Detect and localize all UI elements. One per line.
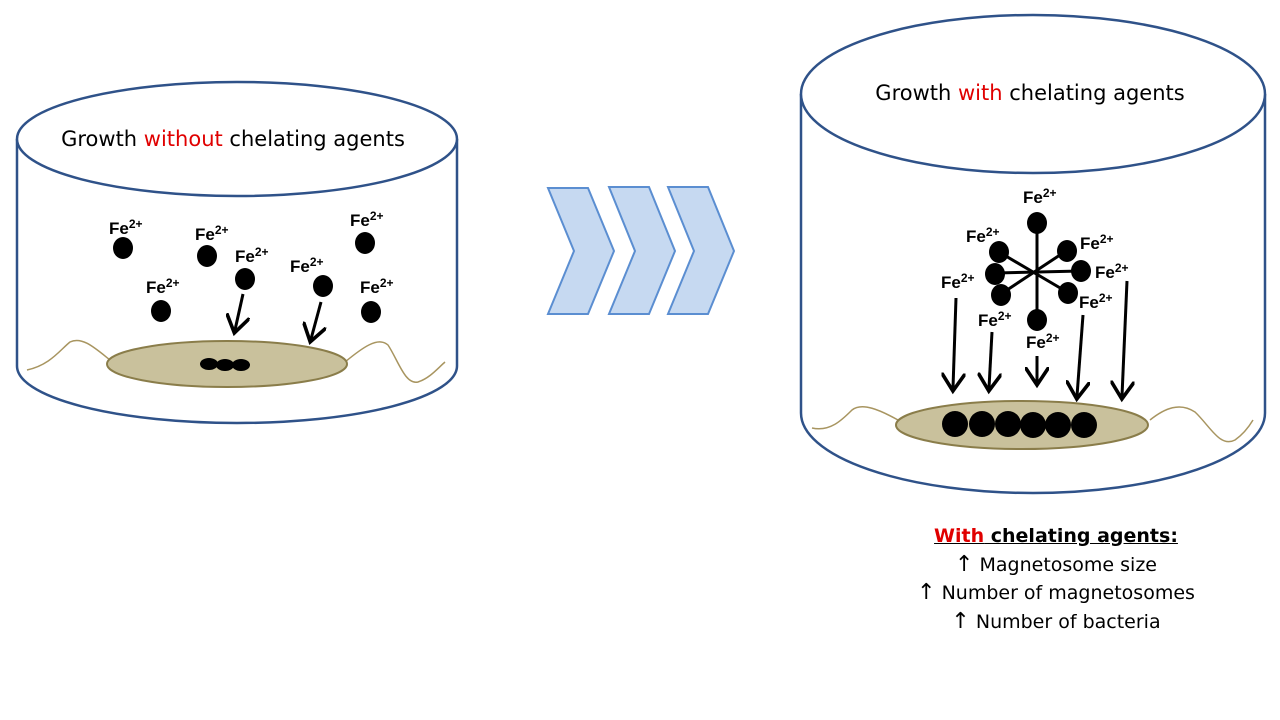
fe-ion: Fe2+: [235, 245, 269, 290]
fe-ion: Fe2+: [966, 225, 1009, 263]
fe-ion-label: Fe2+: [966, 225, 1000, 246]
chevron-arrow-icon: [666, 186, 736, 315]
fe-ion-label: Fe2+: [195, 223, 229, 244]
fe-ion-label: Fe2+: [1080, 232, 1114, 253]
chelate-bond: [995, 269, 1082, 275]
fe-ion-label: Fe2+: [1026, 331, 1060, 352]
fe-ion-dot: [991, 284, 1011, 306]
fe-ion-label: Fe2+: [109, 217, 143, 238]
magnetosome: [1045, 412, 1071, 438]
fe-ion-label: Fe2+: [1079, 291, 1113, 312]
summary-item: ↑ Number of magnetosomes: [880, 579, 1232, 608]
fe-ion-label: Fe2+: [290, 255, 324, 276]
transition-chevrons: [546, 186, 736, 315]
fe-ion-label: Fe2+: [350, 209, 384, 230]
fe-ion-dot: [235, 268, 255, 290]
fe-ion: Fe2+: [146, 276, 180, 322]
chelated-iron-complex: Fe2+ Fe2+ Fe2+ Fe2+ Fe2+ Fe2+: [941, 186, 1129, 352]
fe-ion: Fe2+: [109, 217, 143, 259]
magnetosome: [1020, 412, 1046, 438]
chevron-arrow-icon: [607, 186, 677, 315]
fe-ion-dot: [1057, 240, 1077, 262]
increase-arrow-icon: ↑: [955, 551, 974, 577]
left-container-title: Growth without chelating agents: [61, 127, 405, 151]
uptake-arrow: [989, 331, 992, 388]
fe-ion-dot: [1071, 260, 1091, 282]
summary-item: ↑ Magnetosome size: [880, 551, 1232, 580]
left-bacterium-flagellum: [26, 339, 446, 383]
uptake-arrow: [953, 297, 956, 388]
fe-ion-dot: [1027, 212, 1047, 234]
fe-ion-dot: [985, 263, 1005, 285]
increase-arrow-icon: ↑: [917, 580, 936, 605]
fe-ion-dot: [113, 237, 133, 259]
fe-ion: Fe2+: [360, 276, 394, 323]
magnetosome: [995, 411, 1021, 437]
fe-ion: Fe2+: [1057, 232, 1114, 262]
fe-ion: Fe2+: [195, 223, 229, 267]
chevron-arrow-icon: [546, 187, 616, 315]
fe-ion-dot: [151, 300, 171, 322]
uptake-arrow: [235, 293, 243, 330]
fe-ion-dot: [989, 241, 1009, 263]
left-iron-ions: Fe2+ Fe2+ Fe2+ Fe2+ Fe2+ Fe2+: [109, 209, 394, 323]
left-culture-container: Growth without chelating agents Fe2+ Fe2…: [15, 80, 459, 425]
fe-ion: Fe2+: [978, 284, 1012, 330]
uptake-arrow: [1077, 314, 1083, 396]
left-magnetosome-chain: [200, 358, 250, 371]
right-container-body: [799, 94, 1267, 495]
summary-item-text: Number of magnetosomes: [941, 582, 1195, 604]
right-container-title: Growth with chelating agents: [875, 81, 1184, 105]
right-container-top: [799, 13, 1267, 175]
uptake-arrow: [311, 301, 321, 339]
fe-ion-dot: [355, 232, 375, 254]
fe-ion-label: Fe2+: [146, 276, 180, 297]
fe-ion-label: Fe2+: [1023, 186, 1057, 207]
summary-item: ↑ Number of bacteria: [880, 608, 1232, 637]
summary-heading-rest: chelating agents:: [984, 525, 1178, 547]
fe-ion-dot: [313, 275, 333, 297]
summary-heading: With chelating agents:: [880, 522, 1232, 551]
magnetosome: [1071, 412, 1097, 438]
summary-item-text: Magnetosome size: [979, 553, 1157, 576]
summary-heading-highlight: With: [934, 525, 985, 547]
fe-ion-dot: [361, 301, 381, 323]
fe-ion: Fe2+: [290, 255, 333, 297]
fe-ion-label: Fe2+: [978, 309, 1012, 330]
left-container-top: [15, 80, 459, 198]
effects-summary: With chelating agents: ↑ Magnetosome siz…: [880, 522, 1232, 636]
fe-ion-label: Fe2+: [941, 271, 975, 292]
fe-ion-label: Fe2+: [1095, 261, 1129, 282]
increase-arrow-icon: ↑: [951, 608, 970, 634]
magnetosome: [969, 411, 995, 437]
fe-ion-label: Fe2+: [360, 276, 394, 297]
right-bacterium-flagellum: [811, 406, 1254, 443]
magnetosome: [942, 411, 968, 437]
fe-ion-dot: [197, 245, 217, 267]
summary-item-text: Number of bacteria: [975, 610, 1161, 633]
magnetosome: [200, 358, 218, 370]
fe-ion: Fe2+: [350, 209, 384, 254]
right-culture-container: Growth with chelating agents Fe2+ Fe2+: [799, 13, 1267, 495]
magnetosome: [232, 359, 250, 371]
fe-ion: Fe2+: [1071, 260, 1129, 282]
fe-ion-dot: [1058, 282, 1078, 304]
fe-ion: Fe2+: [1026, 309, 1060, 352]
fe-ion: Fe2+: [1058, 282, 1113, 312]
uptake-arrow: [1122, 280, 1127, 396]
fe-ion-label: Fe2+: [235, 245, 269, 266]
fe-ion: Fe2+: [941, 263, 1005, 292]
magnetosome: [216, 359, 234, 371]
right-magnetosome-chain: [942, 411, 1097, 438]
fe-ion-dot: [1027, 309, 1047, 331]
fe-ion: Fe2+: [1023, 186, 1057, 234]
